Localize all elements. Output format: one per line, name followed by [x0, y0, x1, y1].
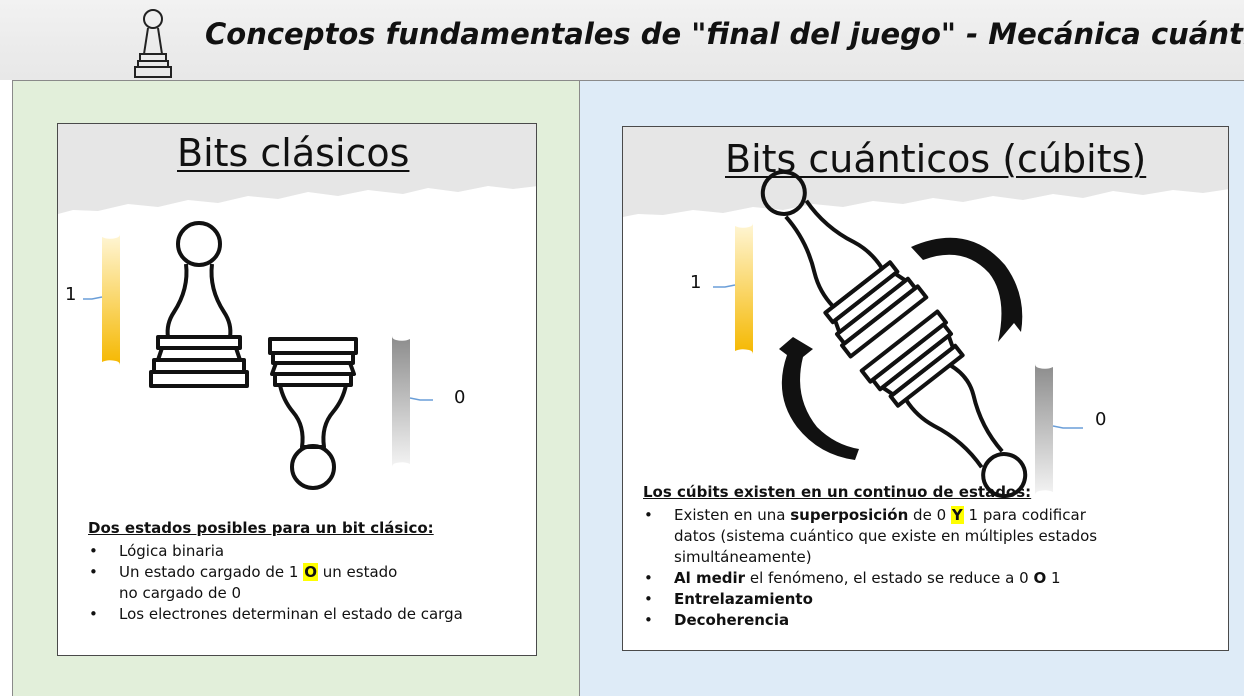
list-item: Existen en una superposición de 0 Y 1 pa…: [643, 505, 1223, 568]
list-item: Un estado cargado de 1 O un estado no car…: [88, 562, 528, 604]
classical-heading: Dos estados posibles para un bit clásico…: [88, 519, 434, 537]
curved-arrow-top-icon: [911, 237, 1023, 342]
bullet-text: Un estado cargado de 1: [119, 563, 299, 581]
bullet-text: el fenómeno, el estado se reduce a 0: [749, 569, 1029, 587]
quantum-bits-card: Bits cuánticos (cúbits): [622, 126, 1229, 651]
charge-gauge-one-icon: [713, 223, 753, 354]
curved-arrow-bottom-icon: [779, 337, 859, 460]
charge-gauge-zero-icon: [1035, 364, 1083, 495]
bold-term: Entrelazamiento: [674, 590, 813, 608]
bullet-text: simultáneamente): [674, 548, 812, 566]
bold-term: superposición: [790, 506, 909, 524]
bullet-text: 1: [1051, 569, 1061, 587]
highlight-and: Y: [950, 506, 964, 524]
charge-gauge-zero-icon: [392, 336, 433, 467]
bullet-text: no cargado de 0: [119, 584, 242, 602]
bullet-text: Lógica binaria: [119, 542, 225, 560]
list-item: Decoherencia: [643, 610, 1223, 631]
bold-term: Al medir: [674, 569, 746, 587]
bold-term: Decoherencia: [674, 611, 790, 629]
list-item: Entrelazamiento: [643, 589, 1223, 610]
bullet-text: 1 para codificar: [968, 506, 1086, 524]
classical-description: Dos estados posibles para un bit clásico…: [88, 518, 528, 625]
quantum-description: Los cúbits existen en un continuo de est…: [643, 482, 1223, 631]
classical-bits-card: Bits clásicos: [57, 123, 537, 656]
classical-label-one: 1: [65, 284, 77, 305]
quantum-label-one: 1: [690, 272, 702, 293]
list-item: Los electrones determinan el estado de c…: [88, 604, 528, 625]
pawn-upright-icon: [149, 221, 249, 388]
bullet-text: Existen en una: [674, 506, 786, 524]
bullet-text: Los electrones determinan el estado de c…: [119, 605, 463, 623]
classical-illustration: [83, 221, 433, 490]
header-banner: [0, 0, 1244, 80]
pawn-logo-icon: [134, 9, 172, 78]
bold-or: O: [1033, 569, 1047, 587]
pawn-inverted-icon: [268, 337, 358, 490]
qubit-superposition-pawn-icon: [760, 169, 1028, 499]
quantum-illustration: [713, 169, 1083, 499]
classical-label-zero: 0: [454, 387, 466, 408]
torn-paper-decoration: [623, 127, 1228, 217]
page-title: Conceptos fundamentales de "final del ju…: [205, 17, 1244, 51]
charge-gauge-one-icon: [83, 234, 120, 365]
bullet-text: un estado: [322, 563, 398, 581]
list-item: Al medir el fenómeno, el estado se reduc…: [643, 568, 1223, 589]
bullet-text: datos (sistema cuántico que existe en mú…: [674, 527, 1098, 545]
quantum-bullet-list: Existen en una superposición de 0 Y 1 pa…: [643, 505, 1223, 631]
highlight-or: O: [303, 563, 318, 581]
torn-paper-decoration: [58, 124, 536, 214]
classical-bullet-list: Lógica binaria Un estado cargado de 1 O …: [88, 541, 528, 625]
quantum-label-zero: 0: [1095, 409, 1107, 430]
quantum-heading: Los cúbits existen en un continuo de est…: [643, 483, 1032, 501]
bullet-text: de 0: [913, 506, 947, 524]
list-item: Lógica binaria: [88, 541, 528, 562]
classical-title: Bits clásicos: [177, 131, 410, 175]
